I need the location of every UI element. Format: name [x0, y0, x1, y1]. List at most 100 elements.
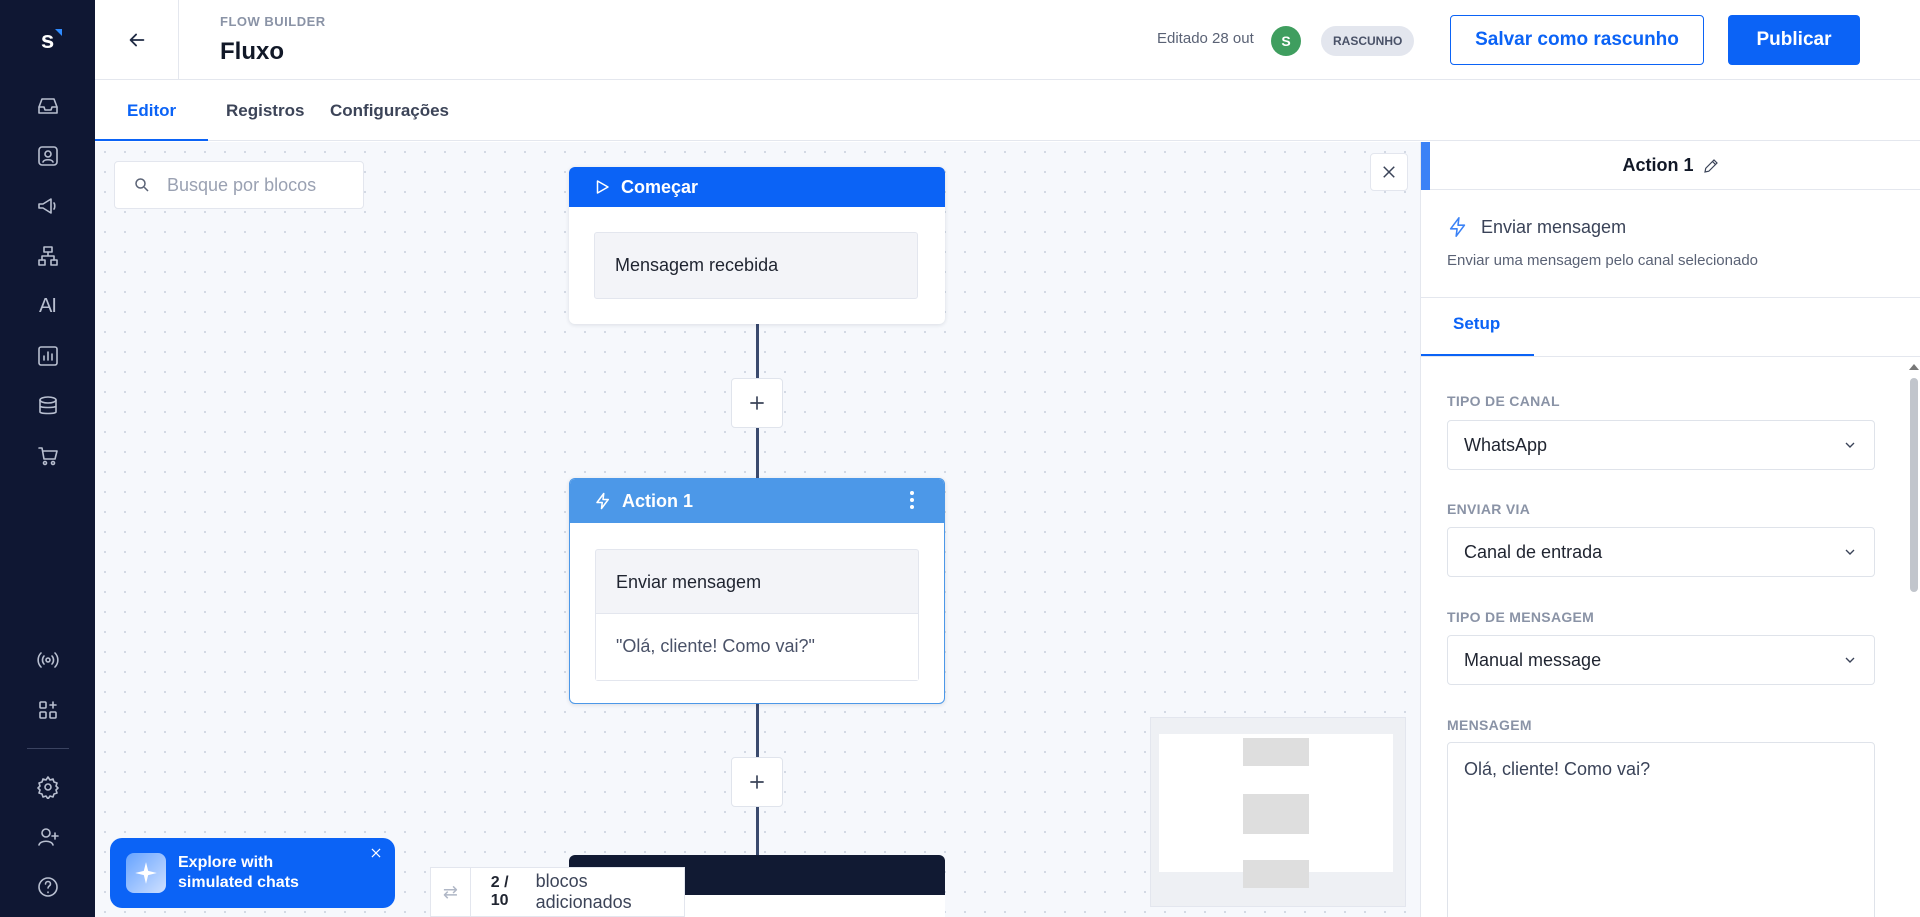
help-icon[interactable] — [28, 867, 68, 907]
panel-title[interactable]: Action 1 — [1622, 155, 1694, 175]
panel-accent-bar — [1421, 142, 1430, 190]
more-options-icon[interactable] — [910, 491, 914, 509]
message-type-select[interactable]: Manual message — [1447, 635, 1875, 685]
panel-divider — [1421, 297, 1920, 298]
plus-icon — [750, 775, 764, 789]
add-block-button[interactable] — [731, 378, 783, 428]
explore-banner-text: Explore with simulated chats — [178, 854, 299, 891]
add-block-button[interactable] — [731, 757, 783, 807]
message-textarea[interactable]: Olá, cliente! Como vai? — [1447, 742, 1875, 917]
scrollbar-thumb[interactable] — [1910, 378, 1918, 592]
action-block-title: Enviar mensagem — [596, 550, 918, 614]
sparkle-icon — [126, 853, 166, 893]
plus-icon — [750, 396, 764, 410]
tab-setup-indicator — [1421, 354, 1534, 356]
trigger-block[interactable]: Mensagem recebida — [594, 232, 918, 299]
save-draft-button[interactable]: Salvar como rascunho — [1450, 15, 1704, 65]
start-node[interactable]: Começar Mensagem recebida — [569, 167, 945, 324]
chevron-down-icon — [1845, 549, 1855, 555]
contacts-icon[interactable] — [28, 136, 68, 176]
publish-button[interactable]: Publicar — [1728, 15, 1860, 65]
channel-type-select[interactable]: WhatsApp — [1447, 420, 1875, 470]
counter-divider — [469, 867, 471, 917]
app-logo[interactable]: s — [30, 26, 66, 56]
tab-editor[interactable]: Editor — [94, 81, 209, 141]
sidebar-bottom — [26, 640, 69, 907]
lightning-icon — [596, 492, 609, 510]
explore-simulated-chats-banner[interactable]: Explore with simulated chats — [110, 838, 395, 908]
search-icon — [135, 178, 149, 192]
action-node[interactable]: Action 1 Enviar mensagem "Olá, cliente! … — [569, 478, 945, 704]
message-label: MENSAGEM — [1447, 717, 1532, 733]
action-heading: Enviar mensagem — [1447, 216, 1626, 238]
block-search — [114, 161, 364, 209]
chevron-down-icon — [1845, 442, 1855, 448]
top-header: FLOW BUILDER Fluxo Editado 28 out S RASC… — [95, 0, 1920, 80]
tab-bar: Editor Registros Configurações — [94, 81, 1920, 141]
flow-canvas[interactable]: Começar Mensagem recebida Action 1 Envia… — [95, 142, 1420, 917]
send-via-select[interactable]: Canal de entrada — [1447, 527, 1875, 577]
channel-type-label: TIPO DE CANAL — [1447, 393, 1560, 409]
lightning-icon — [1449, 217, 1466, 237]
tab-configuracoes[interactable]: Configurações — [330, 101, 450, 120]
start-node-title: Começar — [621, 176, 699, 197]
play-icon — [596, 180, 609, 194]
ai-label: AI — [39, 294, 57, 317]
send-via-value: Canal de entrada — [1464, 541, 1603, 562]
search-input[interactable] — [167, 174, 357, 196]
message-type-label: TIPO DE MENSAGEM — [1447, 609, 1595, 625]
action-block[interactable]: Enviar mensagem "Olá, cliente! Como vai?… — [595, 549, 919, 681]
edited-timestamp: Editado 28 out — [1157, 30, 1254, 47]
blocks-count: 2 / 10 — [490, 874, 509, 909]
blocks-counter-label: blocos adicionados — [535, 871, 632, 912]
settings-icon[interactable] — [28, 767, 68, 807]
minimap-block — [1243, 738, 1309, 766]
close-button[interactable] — [1370, 153, 1408, 191]
minimap[interactable] — [1150, 717, 1406, 907]
apps-icon[interactable] — [28, 690, 68, 730]
page-overline: FLOW BUILDER — [220, 14, 326, 29]
close-icon — [371, 848, 381, 858]
cart-icon[interactable] — [28, 436, 68, 476]
minimap-block — [1243, 794, 1309, 834]
sidebar-nav: AI — [28, 86, 68, 476]
sidebar-divider — [26, 748, 69, 749]
ai-icon[interactable]: AI — [28, 286, 68, 326]
pencil-icon[interactable] — [1702, 157, 1720, 175]
action-block-message: "Olá, cliente! Como vai?" — [596, 614, 918, 680]
close-icon — [1383, 166, 1395, 178]
broadcast-icon[interactable] — [28, 640, 68, 680]
page-title[interactable]: Fluxo — [220, 38, 284, 65]
logo-letter: s — [40, 27, 55, 54]
channel-type-value: WhatsApp — [1464, 434, 1548, 455]
inbox-icon[interactable] — [28, 86, 68, 126]
logo-accent — [54, 29, 62, 36]
status-badge: RASCUNHO — [1321, 26, 1415, 56]
tab-registros[interactable]: Registros — [226, 101, 305, 120]
add-user-icon[interactable] — [28, 817, 68, 857]
sidebar: s AI — [0, 0, 95, 917]
campaigns-icon[interactable] — [28, 186, 68, 226]
blocks-counter: ⇄ 2 / 10 blocos adicionados — [430, 867, 685, 917]
reports-icon[interactable] — [28, 336, 68, 376]
database-icon[interactable] — [28, 386, 68, 426]
action-description: Enviar uma mensagem pelo canal seleciona… — [1447, 252, 1759, 269]
scroll-up-arrow[interactable] — [1909, 364, 1919, 370]
arrow-left-icon — [129, 33, 144, 47]
back-button[interactable] — [95, 0, 179, 80]
properties-panel: Action 1 Enviar mensagem Enviar uma mens… — [1420, 142, 1920, 917]
swap-icon[interactable]: ⇄ — [442, 881, 458, 902]
action-node-header: Action 1 — [570, 479, 944, 523]
panel-title-bar: Action 1 — [1421, 142, 1920, 190]
message-type-value: Manual message — [1464, 649, 1602, 670]
chevron-down-icon — [1845, 657, 1855, 663]
dismiss-banner-button[interactable] — [369, 846, 383, 865]
minimap-block — [1243, 860, 1309, 888]
start-node-header: Começar — [569, 167, 945, 207]
avatar[interactable]: S — [1271, 26, 1301, 56]
action-name: Enviar mensagem — [1481, 216, 1627, 237]
tab-setup[interactable]: Setup — [1453, 314, 1501, 333]
flows-icon[interactable] — [28, 236, 68, 276]
send-via-label: ENVIAR VIA — [1447, 501, 1531, 517]
action-node-title: Action 1 — [622, 490, 694, 511]
